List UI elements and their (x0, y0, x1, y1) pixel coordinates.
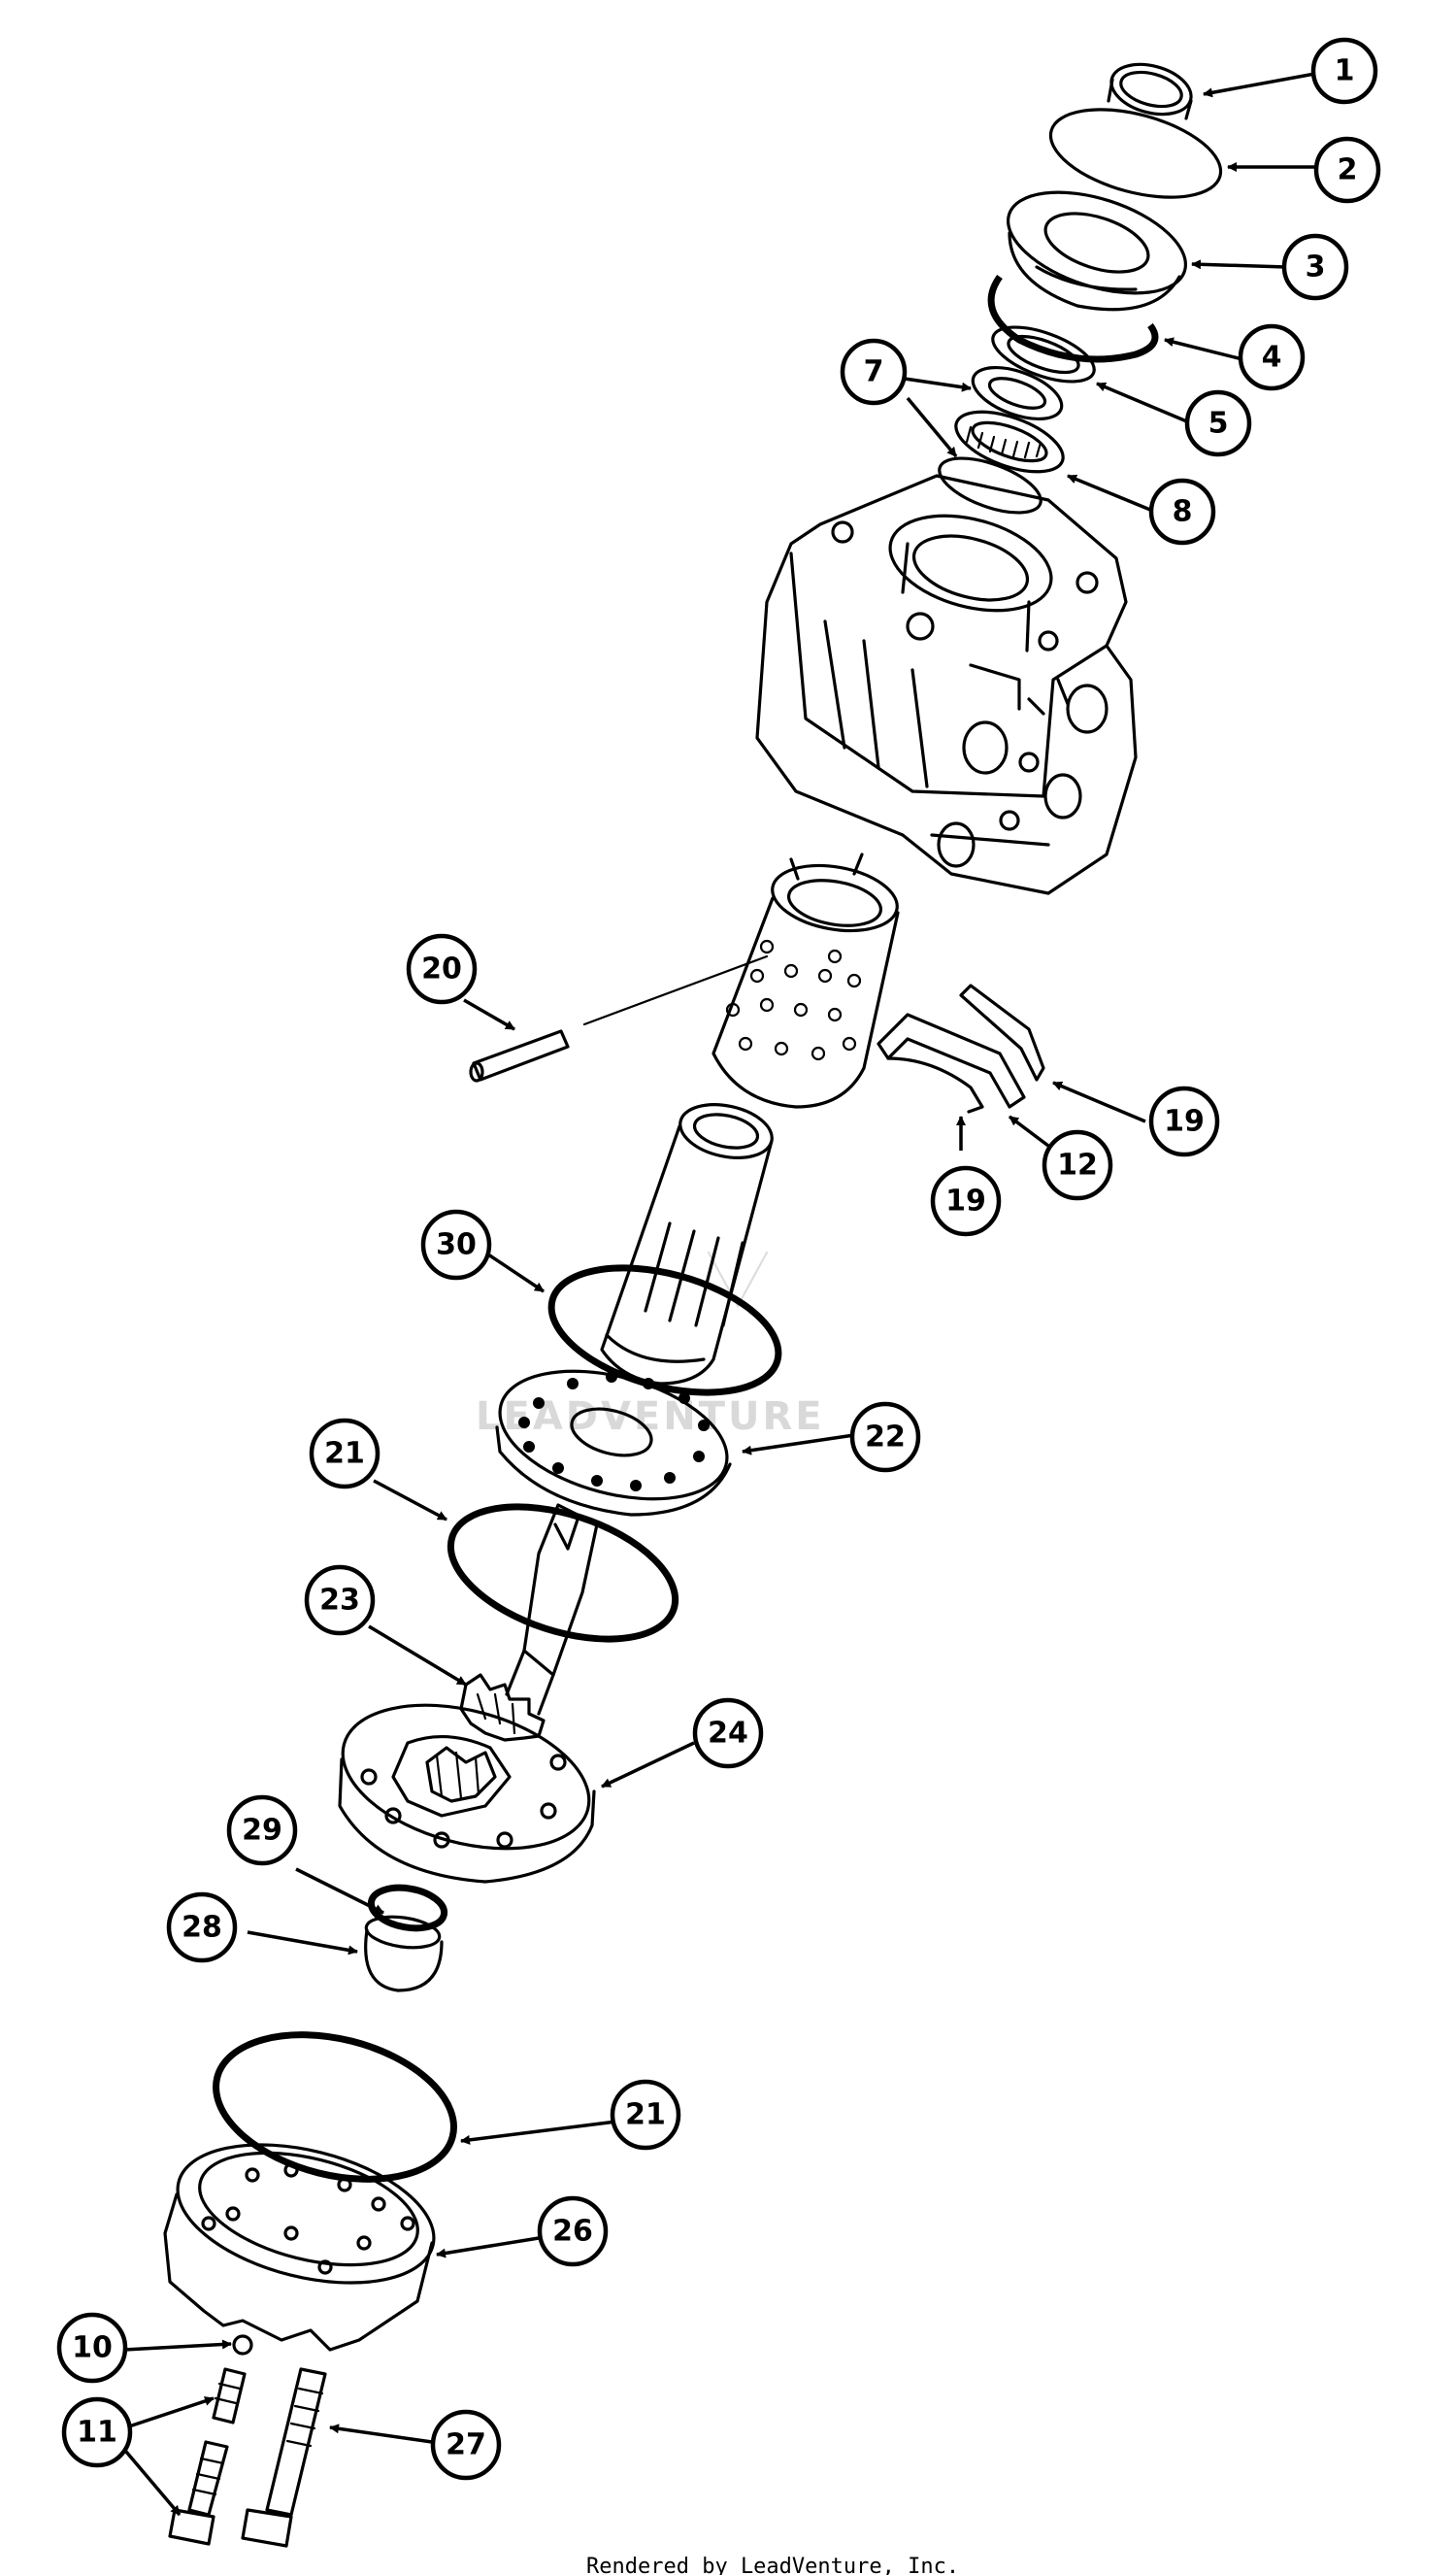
svg-text:19: 19 (945, 1185, 986, 1219)
callout-11: 11 (61, 2396, 133, 2468)
part-5-race (991, 325, 1096, 384)
svg-text:5: 5 (1208, 407, 1229, 441)
svg-text:27: 27 (446, 2428, 486, 2462)
part-2-ring (1048, 108, 1223, 199)
svg-text:7: 7 (864, 355, 884, 389)
drive-shaft (505, 1503, 599, 1716)
part-21-o-ring-lower (213, 2031, 457, 2183)
leader-lines (123, 71, 1321, 2517)
part-1-seal (1107, 62, 1193, 120)
svg-text:11: 11 (77, 2416, 117, 2450)
part-24-gerotor (338, 1703, 596, 1884)
spool (600, 1103, 774, 1386)
svg-text:1: 1 (1335, 54, 1355, 88)
part-29-ring (367, 1884, 448, 1932)
svg-text:24: 24 (708, 1717, 748, 1751)
callout-26: 26 (537, 2195, 609, 2267)
callout-5: 5 (1184, 389, 1252, 457)
part-12-19-springs (877, 984, 1045, 1114)
svg-text:22: 22 (865, 1421, 906, 1455)
callout-3: 3 (1281, 233, 1349, 301)
part-20-pin (469, 954, 769, 1083)
svg-text:8: 8 (1173, 495, 1193, 529)
callout-24: 24 (692, 1697, 764, 1769)
svg-text:20: 20 (421, 953, 462, 987)
callout-23: 23 (304, 1564, 376, 1636)
part-8-needle-bearing (954, 410, 1065, 474)
callout-2: 2 (1313, 136, 1381, 204)
svg-text:21: 21 (625, 2098, 666, 2132)
svg-text:19: 19 (1164, 1105, 1205, 1139)
callout-8: 8 (1148, 478, 1216, 546)
part-22-plate (495, 1369, 732, 1517)
svg-text:28: 28 (182, 1911, 222, 1945)
svg-text:23: 23 (319, 1584, 360, 1618)
callout-7: 7 (840, 338, 908, 406)
callout-29: 29 (226, 1794, 298, 1866)
callout-27: 27 (430, 2409, 502, 2481)
part-26-end-cap (163, 2143, 436, 2352)
part-7-washer (938, 366, 1064, 515)
callout-21-upper: 21 (309, 1418, 381, 1489)
svg-text:29: 29 (242, 1814, 282, 1848)
callout-4: 4 (1238, 323, 1306, 391)
callout-19-left: 19 (930, 1165, 1002, 1237)
part-27-bolt (241, 2367, 327, 2548)
part-11-screws (168, 2367, 247, 2546)
spool-sleeve (711, 853, 900, 1109)
part-4-snap-ring (987, 274, 1159, 363)
valve-housing (755, 474, 1138, 895)
svg-text:4: 4 (1262, 341, 1282, 375)
svg-text:21: 21 (324, 1437, 365, 1471)
footer-credit: Rendered by LeadVenture, Inc. (586, 2555, 959, 2575)
callout-20: 20 (406, 933, 478, 1005)
callout-1: 1 (1310, 37, 1378, 105)
svg-text:12: 12 (1057, 1149, 1098, 1183)
callout-28: 28 (166, 1891, 238, 1963)
callout-10: 10 (56, 2312, 128, 2384)
callout-19-right: 19 (1148, 1086, 1220, 1157)
callout-21-lower: 21 (610, 2079, 681, 2151)
svg-text:2: 2 (1338, 153, 1358, 187)
callout-12: 12 (1042, 1129, 1113, 1201)
svg-text:10: 10 (72, 2331, 113, 2365)
part-30-o-ring (547, 1264, 782, 1396)
svg-text:30: 30 (436, 1228, 477, 1262)
svg-text:3: 3 (1306, 251, 1326, 284)
part-3-cap (1006, 190, 1188, 312)
part-10-ball (232, 2334, 253, 2356)
callout-22: 22 (849, 1401, 921, 1473)
callout-30: 30 (420, 1209, 492, 1281)
svg-text:26: 26 (552, 2215, 593, 2249)
part-28-plug (364, 1915, 444, 1992)
